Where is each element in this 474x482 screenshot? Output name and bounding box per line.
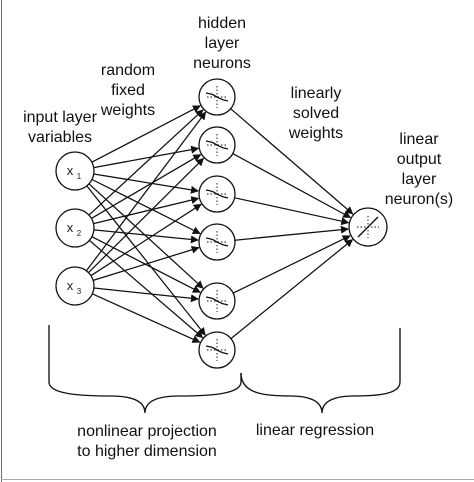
activation-curve — [205, 140, 229, 150]
random-weight-connection-2-3 — [93, 196, 200, 225]
random-weight-connection-1-2 — [93, 145, 200, 169]
random-weight-connection-2-4 — [93, 229, 199, 244]
input-variable-subscript: 2 — [77, 229, 82, 238]
activation-curve — [205, 296, 229, 306]
input-neuron-circle — [55, 208, 95, 248]
input-variable-subscript: 3 — [77, 287, 82, 296]
linear-weight-connection-4 — [234, 225, 349, 241]
input-variable-label: x — [67, 220, 74, 235]
hidden-neuron-3 — [198, 175, 236, 213]
random-weight-connection-3-6 — [92, 293, 201, 343]
linear-weight-connection-3 — [234, 197, 350, 226]
linear-weight-connection-2 — [232, 153, 352, 219]
linear-activation-line — [357, 216, 379, 238]
nonlinear-projection-brace — [48, 325, 242, 414]
brace-layer — [48, 325, 401, 414]
frame-bottom-border — [1, 479, 474, 480]
input-neuron-circle — [55, 151, 95, 191]
linear-regression-brace — [240, 328, 401, 414]
random-weight-connection-1-5 — [88, 183, 204, 289]
random-weight-connection-3-5 — [93, 287, 199, 303]
linear-weight-connection-1 — [230, 108, 354, 215]
activation-curve — [205, 92, 229, 102]
hidden-neuron-6 — [198, 331, 236, 369]
activation-curve — [205, 345, 229, 355]
random-weight-connection-1-1 — [91, 105, 201, 163]
input-neuron-circle — [55, 266, 95, 306]
hidden-neuron-5 — [198, 282, 236, 320]
linear-weight-connection-5 — [232, 235, 351, 294]
random-weight-connection-3-1 — [85, 111, 207, 272]
connection-layer — [85, 105, 354, 343]
activation-curve — [205, 189, 229, 199]
linear-weight-connection-6 — [230, 239, 354, 340]
activation-curve — [205, 237, 229, 247]
output-neuron — [348, 207, 388, 247]
input-variable-subscript: 1 — [77, 172, 82, 181]
frame-left-border — [1, 0, 2, 482]
random-weight-connection-1-6 — [86, 185, 206, 336]
hidden-neuron-1 — [198, 78, 236, 116]
random-weight-connection-3-2 — [88, 157, 205, 274]
random-weight-connection-2-2 — [91, 154, 202, 219]
random-weight-connection-2-6 — [88, 239, 204, 339]
random-weight-connection-3-3 — [90, 203, 202, 277]
hidden-neuron-2 — [198, 126, 236, 164]
random-weight-connection-1-4 — [91, 178, 201, 235]
random-weight-connection-1-3 — [93, 173, 199, 194]
random-weight-connection-2-1 — [88, 109, 204, 216]
random-weight-connection-3-4 — [92, 245, 200, 281]
hidden-neuron-4 — [198, 223, 236, 261]
input-variable-label: x — [67, 278, 74, 293]
input-variable-label: x — [67, 163, 74, 178]
